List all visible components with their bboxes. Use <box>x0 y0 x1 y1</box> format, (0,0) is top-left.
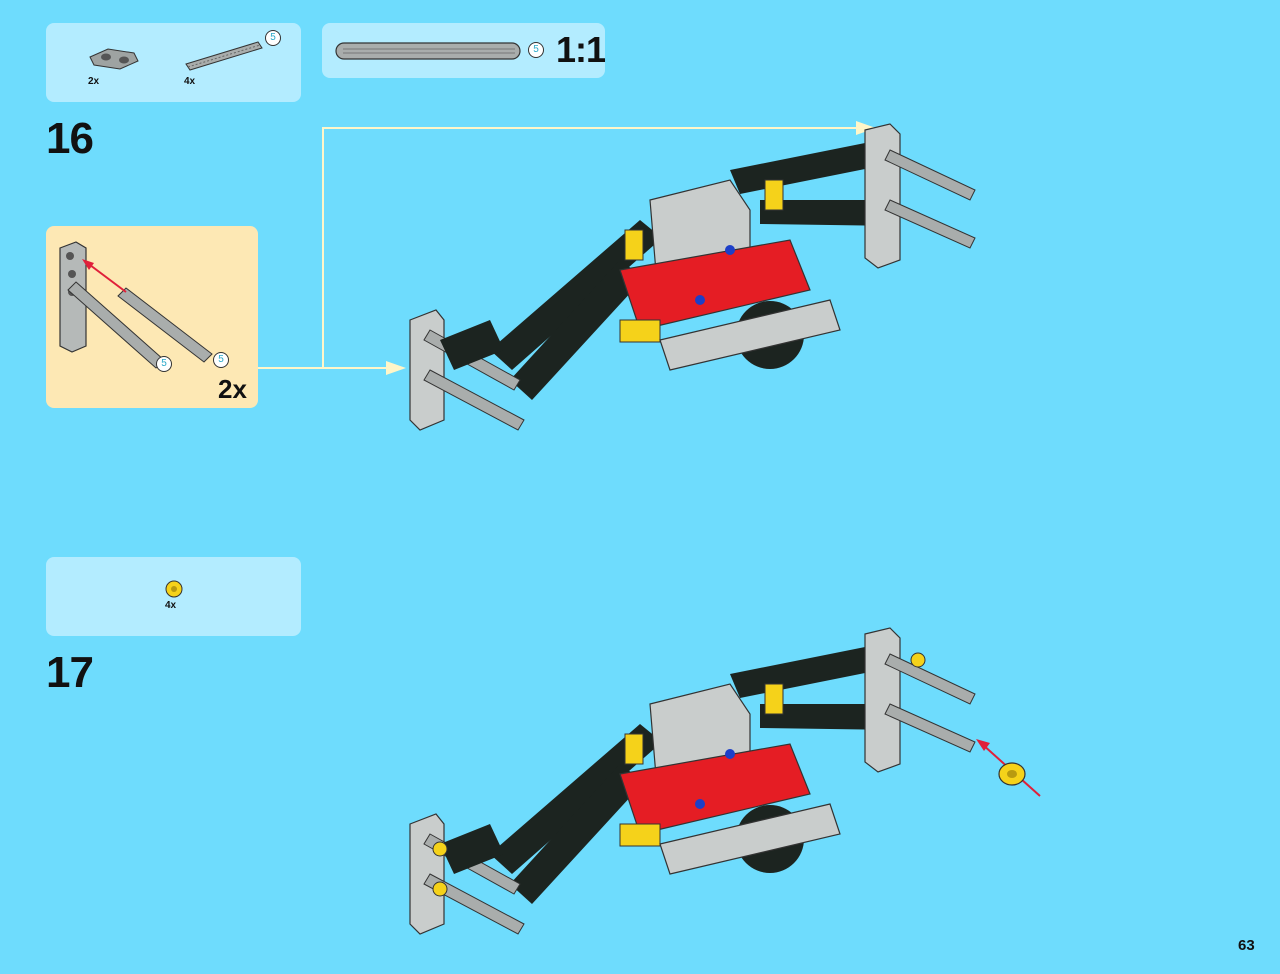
axle-scale-icon <box>335 42 521 60</box>
part-quantity: 4x <box>165 600 177 611</box>
axle-length-badge: 5 <box>213 352 229 368</box>
model-illustration-step-16 <box>409 123 976 431</box>
step-number: 16 <box>46 114 94 163</box>
model-illustration-step-17 <box>409 627 976 935</box>
subassembly-callout: 5 5 2x <box>46 226 258 408</box>
scale-length-badge: 5 <box>528 42 544 58</box>
liftarm-connector-part-icon <box>89 48 139 70</box>
part-quantity: 2x <box>88 76 100 87</box>
axle-length-badge: 5 <box>265 30 281 46</box>
bush-gear-icon <box>998 762 1026 786</box>
scale-reference-box: 5 1:1 <box>322 23 606 78</box>
page-number: 63 <box>1238 937 1255 954</box>
parts-list-step-17: 4x <box>46 557 301 636</box>
part-quantity: 4x <box>184 76 196 87</box>
subassembly-illustration <box>59 241 213 369</box>
axle-length-badge: 5 <box>156 356 172 372</box>
step-number: 17 <box>46 648 94 697</box>
axle-part-icon <box>185 41 263 71</box>
bush-gear-part-icon <box>165 580 183 598</box>
scale-label: 1:1 <box>556 29 606 70</box>
parts-list-step-16: 2x 5 4x <box>46 23 301 102</box>
subassembly-multiplier: 2x <box>218 374 247 404</box>
